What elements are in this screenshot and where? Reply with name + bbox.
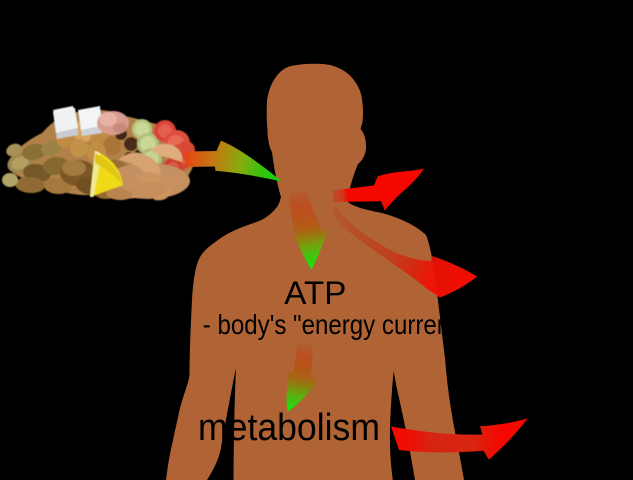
svg-text:- body's "energy currency": - body's "energy currency" <box>203 309 483 340</box>
svg-text:ATP: ATP <box>284 275 346 311</box>
svg-text:metabolism: metabolism <box>198 407 380 449</box>
